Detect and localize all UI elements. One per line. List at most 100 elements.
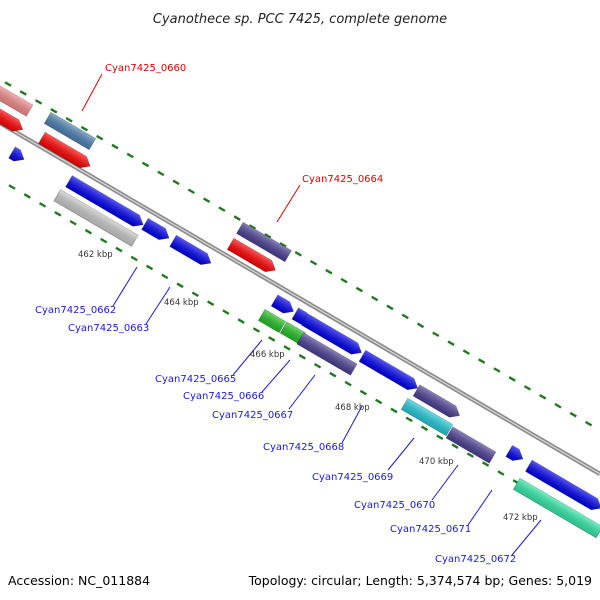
gene-feature-shading bbox=[301, 313, 362, 355]
gene-feature-shading bbox=[0, 106, 23, 132]
tick-mark bbox=[191, 291, 199, 298]
gene-label-0662[interactable]: Cyan7425_0662 bbox=[35, 305, 116, 316]
tick-mark bbox=[145, 264, 154, 271]
tick-mark bbox=[69, 219, 77, 226]
gene-feature bbox=[65, 175, 144, 227]
gene-features bbox=[0, 79, 600, 539]
tick-mark bbox=[279, 242, 287, 248]
gene-feature-shading bbox=[141, 218, 170, 240]
tick-mark bbox=[359, 389, 368, 396]
gene-feature-shading bbox=[227, 238, 276, 272]
gene-feature-shading bbox=[513, 478, 600, 538]
gene-feature-shading bbox=[44, 112, 96, 150]
tick-mark bbox=[84, 228, 93, 235]
tick-mark bbox=[206, 300, 215, 306]
label-connector-line bbox=[81, 73, 103, 112]
gene-label-0667[interactable]: Cyan7425_0667 bbox=[212, 410, 293, 421]
gene-feature bbox=[445, 426, 497, 464]
tick-mark bbox=[462, 349, 470, 355]
tick-mark bbox=[401, 313, 409, 320]
gene-feature-shading bbox=[8, 146, 25, 162]
gene-feature-shading bbox=[38, 132, 91, 168]
backbone-highlight bbox=[0, 122, 600, 475]
tick-mark bbox=[233, 215, 241, 221]
gene-feature bbox=[0, 79, 34, 117]
label-connector-line bbox=[511, 519, 542, 556]
tick-mark bbox=[34, 99, 43, 105]
tick-mark bbox=[420, 425, 429, 432]
gene-feature bbox=[0, 106, 24, 132]
gene-feature bbox=[296, 332, 358, 376]
tick-mark bbox=[405, 416, 413, 423]
gene-feature-shading bbox=[401, 398, 453, 436]
gene-feature-shading bbox=[258, 309, 286, 333]
tick-mark bbox=[23, 193, 31, 199]
label-connector-line bbox=[431, 464, 459, 501]
gene-feature bbox=[270, 294, 294, 314]
tick-mark bbox=[172, 179, 180, 186]
gene-label-0668[interactable]: Cyan7425_0668 bbox=[263, 442, 344, 453]
tick-mark bbox=[80, 125, 89, 132]
scale-label-462: 462 kbp bbox=[78, 250, 113, 260]
label-connector-line bbox=[112, 266, 138, 307]
label-connector-line bbox=[288, 374, 316, 410]
tick-mark bbox=[584, 420, 593, 427]
gene-label-0669[interactable]: Cyan7425_0669 bbox=[312, 472, 393, 483]
tick-mark bbox=[371, 295, 379, 302]
tick-mark bbox=[202, 197, 211, 203]
tick-mark bbox=[481, 461, 490, 467]
tick-mark bbox=[508, 376, 516, 382]
gene-feature-shading bbox=[169, 235, 211, 265]
gene-feature-shading bbox=[53, 189, 139, 247]
tick-mark bbox=[218, 206, 226, 212]
tick-mark bbox=[8, 184, 16, 190]
tick-mark bbox=[187, 188, 195, 195]
gene-label-0666[interactable]: Cyan7425_0666 bbox=[183, 391, 264, 402]
gene-feature bbox=[512, 477, 600, 539]
inner-tick-row bbox=[8, 184, 581, 521]
gene-feature-shading bbox=[525, 460, 600, 510]
gene-feature-shading bbox=[296, 332, 358, 376]
gene-label-0670[interactable]: Cyan7425_0670 bbox=[354, 500, 435, 511]
gene-feature-shading bbox=[359, 350, 418, 390]
outer-tick-row bbox=[4, 81, 593, 427]
label-connector-line bbox=[261, 359, 291, 393]
label-connectors bbox=[81, 73, 542, 556]
scale-label-468: 468 kbp bbox=[335, 403, 370, 413]
tick-mark bbox=[283, 345, 291, 351]
gene-label-0664[interactable]: Cyan7425_0664 bbox=[302, 174, 383, 185]
tick-mark bbox=[497, 470, 505, 476]
gene-feature bbox=[505, 444, 524, 461]
gene-label-0672[interactable]: Cyan7425_0672 bbox=[435, 554, 516, 565]
gene-label-0665[interactable]: Cyan7425_0665 bbox=[155, 374, 236, 385]
tick-mark bbox=[523, 385, 532, 391]
gene-feature bbox=[400, 397, 454, 437]
map-title: Cyanothece sp. PCC 7425, complete genome bbox=[153, 12, 447, 27]
gene-label-0663[interactable]: Cyan7425_0663 bbox=[68, 323, 149, 334]
tick-mark bbox=[19, 90, 27, 96]
tick-mark bbox=[539, 394, 547, 400]
gene-label-0671[interactable]: Cyan7425_0671 bbox=[390, 524, 471, 535]
tick-mark bbox=[96, 134, 104, 141]
tick-mark bbox=[569, 411, 577, 418]
tick-mark bbox=[436, 434, 444, 441]
tick-mark bbox=[237, 318, 245, 324]
tick-mark bbox=[451, 443, 459, 449]
gene-feature-shading bbox=[271, 294, 294, 314]
tick-mark bbox=[390, 407, 398, 414]
tick-mark bbox=[386, 304, 394, 311]
tick-mark bbox=[554, 402, 562, 409]
gene-feature-shading bbox=[505, 445, 523, 461]
gene-feature bbox=[169, 234, 212, 265]
gene-label-0660[interactable]: Cyan7425_0660 bbox=[105, 63, 186, 74]
tick-mark bbox=[141, 161, 150, 168]
gene-feature bbox=[226, 237, 276, 273]
tick-mark bbox=[126, 152, 134, 159]
tick-mark bbox=[248, 224, 257, 230]
tick-mark bbox=[298, 354, 306, 360]
gene-feature bbox=[53, 189, 139, 247]
label-connector-line bbox=[145, 286, 171, 325]
tick-mark bbox=[493, 367, 501, 373]
tick-mark bbox=[432, 331, 440, 338]
